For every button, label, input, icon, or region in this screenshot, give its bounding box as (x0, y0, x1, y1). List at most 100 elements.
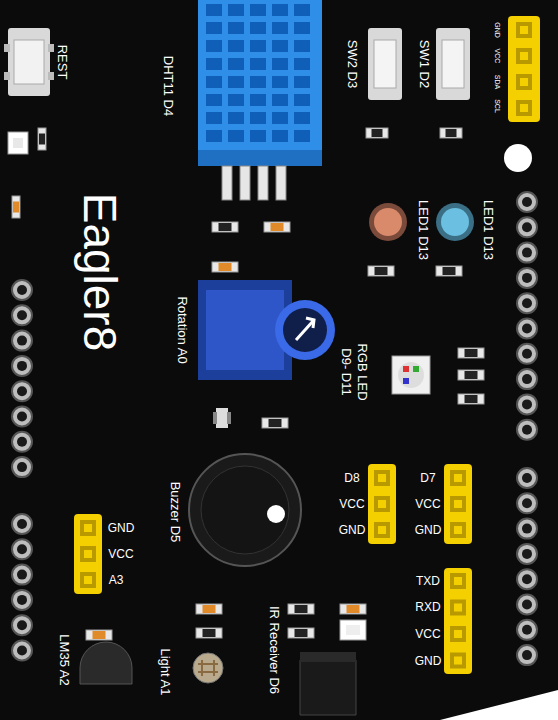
pin-label: VCC (415, 628, 440, 640)
header-pins-part (520, 26, 528, 34)
switch-sw1-part (442, 40, 464, 88)
header-pins-part (12, 590, 32, 610)
smd-resistors-part (458, 370, 484, 380)
reset-switch-part (4, 44, 10, 52)
dht11-grille-part (206, 94, 222, 106)
switch-sw2-part (368, 28, 402, 100)
header-pins-part (522, 600, 532, 610)
header-pins-part (522, 625, 532, 635)
dht11-grille-part (228, 4, 244, 16)
pin-header-d8 (368, 464, 396, 544)
header-pins-part (517, 319, 537, 339)
smd-resistors-part (368, 266, 394, 276)
header-pins-part (516, 74, 532, 90)
dht11-grille-part (250, 40, 266, 52)
ir-led-part (346, 625, 360, 635)
header-pins-part (17, 336, 27, 346)
ir-led-part (340, 620, 366, 640)
transistor-part (216, 408, 228, 428)
header-pins-part (522, 248, 532, 258)
smd-resistors-part (219, 263, 232, 271)
pin-label: D8 (344, 472, 359, 484)
header-pins-part (520, 104, 528, 112)
smd-resistors-part (271, 223, 284, 231)
dht11-grille-part (250, 94, 266, 106)
smd-resistors-part (288, 604, 314, 614)
header-pins-part (84, 524, 92, 532)
dht11-grille-part (272, 94, 288, 106)
ir-led (340, 620, 366, 640)
header-pins-part (17, 519, 27, 529)
dht11-grille-part (272, 4, 288, 16)
header-pins-part (522, 425, 532, 435)
light-sensor-part (198, 660, 218, 676)
header-pins-part (12, 565, 32, 585)
header-pins-part (517, 645, 537, 665)
smd-resistors-part (86, 630, 112, 640)
ir-receiver (300, 652, 356, 715)
dht11-grille-part (294, 76, 310, 88)
reset-switch (4, 28, 54, 96)
header-pins-part (17, 412, 27, 422)
smd-resistors-part (196, 628, 222, 638)
potentiometer-part (296, 320, 314, 340)
pin-header-d7-part (444, 464, 472, 544)
pin-label: GND (415, 524, 442, 536)
dht11-grille-part (272, 76, 288, 88)
header-pins-part (520, 52, 528, 60)
smd-resistors-part (212, 222, 238, 232)
header-pins-part (12, 615, 32, 635)
switch-sw1 (436, 28, 470, 100)
header-pins-part (517, 243, 537, 263)
switch-sw1-part (436, 28, 470, 100)
header-pins-part (12, 641, 32, 661)
header-pins-part (12, 457, 32, 477)
dht11-grille-part (228, 22, 244, 34)
switch-sw2 (368, 28, 402, 100)
smd-resistors-part (372, 129, 383, 137)
header-pins-part (517, 420, 537, 440)
part-label: SW2 D3 (346, 40, 359, 88)
pin-label: SDA (494, 75, 501, 89)
dht11-sensor-part (240, 166, 250, 200)
pin-header-uart-part (444, 568, 472, 674)
pin-label: VCC (415, 498, 440, 510)
header-pins-part (17, 462, 27, 472)
transistor (213, 408, 231, 428)
header-pins-part (522, 197, 532, 207)
reset-switch-part (8, 28, 50, 96)
header-pins-part (517, 217, 537, 237)
header-pins-part (450, 496, 466, 512)
led-red-part (374, 208, 402, 236)
dht11-grille-part (206, 112, 222, 124)
light-sensor (193, 653, 223, 683)
smd-resistors-part (196, 604, 222, 614)
part-label: SW1 D2 (418, 40, 431, 88)
dht11-sensor (198, 0, 322, 200)
pin-label: TXD (416, 575, 440, 587)
pin-label: A3 (109, 574, 124, 586)
led-blue (436, 203, 474, 241)
header-pins-part (17, 646, 27, 656)
header-pins-part (450, 522, 466, 538)
smd-resistors-part (12, 196, 20, 218)
board-corner (440, 690, 558, 720)
smd-resistors-part (269, 419, 282, 427)
header-pins-part (517, 268, 537, 288)
header-pins-part (378, 474, 386, 482)
switch-sw2-part (374, 40, 396, 88)
header-pins-part (454, 500, 462, 508)
smd-resistors-part (458, 394, 484, 404)
header-pins-part (522, 273, 532, 283)
smd-resistors-part (446, 129, 457, 137)
ir-receiver-part (300, 652, 356, 662)
smd-resistors-part (262, 418, 288, 428)
header-pins-part (84, 576, 92, 584)
smd-resistors-part (465, 371, 478, 379)
dht11-grille-part (294, 112, 310, 124)
header-pins-part (12, 407, 32, 427)
header-pins-part (517, 394, 537, 414)
rgb-led-part (403, 378, 409, 384)
dht11-grille-part (228, 94, 244, 106)
dht11-grille-part (206, 76, 222, 88)
